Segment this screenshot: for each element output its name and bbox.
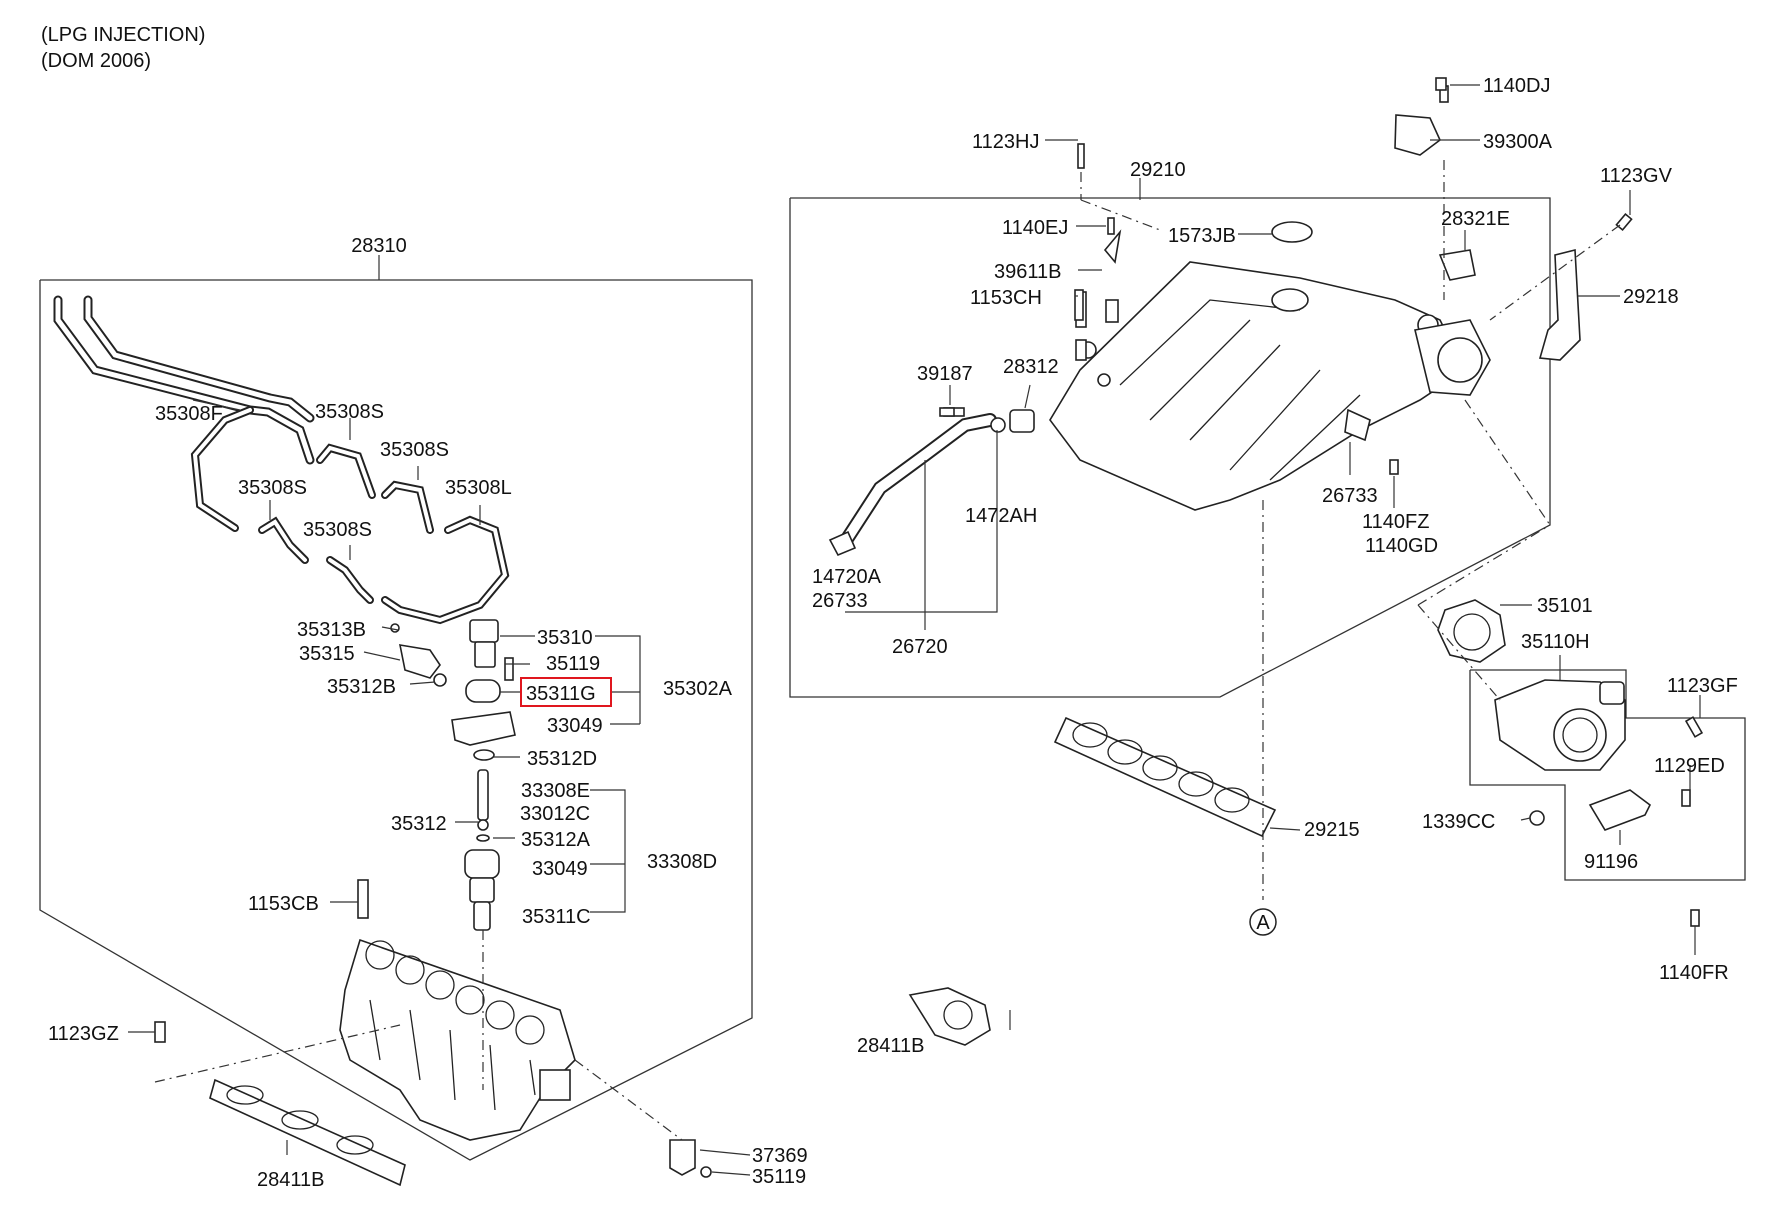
callout-1153ch[interactable]: 1153CH — [970, 287, 1042, 309]
injector-stack — [154, 619, 516, 1043]
bracket-37369 — [669, 1139, 712, 1178]
callout-1472ah[interactable]: 1472AH — [965, 505, 1037, 527]
callout-labels: 28310 35308F 35308S 35308S 35308S 35308S… — [48, 75, 1738, 1191]
callout-35315[interactable]: 35315 — [299, 643, 355, 665]
fuel-pipe-group — [53, 295, 510, 625]
bracket-26733 — [1344, 408, 1371, 442]
callout-1123hj[interactable]: 1123HJ — [972, 131, 1039, 153]
callout-35312a[interactable]: 35312A — [521, 829, 591, 851]
callout-28310[interactable]: 28310 — [351, 235, 407, 257]
throttle-body-frame — [1469, 669, 1746, 881]
callout-1140fr[interactable]: 1140FR — [1659, 962, 1729, 984]
callout-26720[interactable]: 26720 — [892, 636, 948, 658]
gasket-29215 — [1053, 716, 1277, 838]
lower-intake-manifold — [339, 938, 576, 1141]
callout-1129ed[interactable]: 1129ED — [1654, 755, 1725, 777]
callout-35308s-d[interactable]: 35308S — [303, 519, 372, 541]
callout-35308s-a[interactable]: 35308S — [315, 401, 384, 423]
callout-28411b-left[interactable]: 28411B — [257, 1169, 324, 1191]
callout-28411b-right[interactable]: 28411B — [857, 1035, 924, 1057]
callout-29218[interactable]: 29218 — [1623, 286, 1679, 308]
callout-1153cb[interactable]: 1153CB — [248, 893, 319, 915]
callout-39300a[interactable]: 39300A — [1483, 131, 1553, 153]
highlighted-part-box — [520, 677, 612, 707]
callout-33049-b[interactable]: 33049 — [532, 858, 588, 880]
callout-35308s-c[interactable]: 35308S — [238, 477, 307, 499]
bolt-1140dj — [1435, 77, 1447, 91]
callout-1140ej[interactable]: 1140EJ — [1002, 217, 1068, 239]
sensor-28321e — [1438, 249, 1476, 281]
throttle-gasket-35101 — [1437, 599, 1506, 663]
callout-1140fz[interactable]: 1140FZ — [1362, 511, 1429, 533]
callout-35101[interactable]: 35101 — [1537, 595, 1593, 617]
upper-intake-manifold — [1049, 221, 1491, 511]
bracket-91196 — [1529, 716, 1704, 927]
callout-37369[interactable]: 37369 — [752, 1145, 808, 1167]
gasket-28411b-left — [209, 1078, 406, 1187]
callout-39611b[interactable]: 39611B — [994, 261, 1061, 283]
pcv-hose — [828, 407, 1035, 557]
callout-35119-b[interactable]: 35119 — [752, 1166, 806, 1188]
callout-1123gv[interactable]: 1123GV — [1600, 165, 1673, 187]
callout-35308l[interactable]: 35308L — [445, 477, 512, 499]
sensor-39300a — [1394, 85, 1449, 156]
callout-35310[interactable]: 35310 — [537, 627, 593, 649]
callout-33049-a[interactable]: 33049 — [547, 715, 603, 737]
callout-35110h[interactable]: 35110H — [1521, 631, 1590, 653]
callout-28321e[interactable]: 28321E — [1441, 208, 1510, 230]
callout-35311c[interactable]: 35311C — [522, 906, 591, 928]
callout-35312d[interactable]: 35312D — [527, 748, 597, 770]
diagram-header-line-2: (DOM 2006) — [41, 50, 152, 72]
callout-26733-a[interactable]: 26733 — [1322, 485, 1378, 507]
gasket-28411b-right — [908, 987, 991, 1046]
callout-1573jb[interactable]: 1573JB — [1168, 225, 1236, 247]
assembly-lines — [154, 160, 1621, 1141]
callout-91196[interactable]: 91196 — [1584, 851, 1638, 873]
callout-35119-a[interactable]: 35119 — [546, 653, 600, 675]
bolt-1140fz — [1389, 459, 1399, 475]
callout-1123gz[interactable]: 1123GZ — [48, 1023, 119, 1045]
callout-26733-b[interactable]: 26733 — [812, 590, 868, 612]
callout-35308s-b[interactable]: 35308S — [380, 439, 449, 461]
callout-33308e[interactable]: 33308E — [521, 780, 590, 802]
callout-a[interactable]: A — [1256, 912, 1270, 934]
callout-33308d[interactable]: 33308D — [647, 851, 717, 873]
throttle-body-35110h — [1494, 679, 1626, 771]
callout-35311g[interactable]: 35311G — [526, 683, 596, 705]
callout-1140dj[interactable]: 1140DJ — [1483, 75, 1550, 97]
callout-1140gd[interactable]: 1140GD — [1365, 535, 1438, 557]
diagram-header-line-1: (LPG INJECTION) — [41, 24, 206, 46]
callout-33012c[interactable]: 33012C — [520, 803, 590, 825]
callout-29210[interactable]: 29210 — [1130, 159, 1186, 181]
callout-28312[interactable]: 28312 — [1003, 356, 1059, 378]
callout-29215[interactable]: 29215 — [1304, 819, 1360, 841]
callout-14720a[interactable]: 14720A — [812, 566, 882, 588]
bolt-39187 — [939, 407, 955, 417]
bracket-29218 — [1538, 212, 1633, 361]
callout-35312[interactable]: 35312 — [391, 813, 447, 835]
reference-circle-a — [1249, 908, 1277, 936]
upper-manifold-frame — [789, 197, 1551, 698]
callout-39187[interactable]: 39187 — [917, 363, 973, 385]
left-assembly-frame — [39, 279, 753, 1161]
leader-lines — [128, 84, 1701, 1176]
stud-1153ch — [1074, 289, 1084, 321]
bolt-1123hj — [1077, 143, 1085, 169]
callout-1339cc[interactable]: 1339CC — [1422, 811, 1495, 833]
callout-35312b[interactable]: 35312B — [327, 676, 396, 698]
bolt-1140ej — [1107, 217, 1115, 235]
callout-35308f[interactable]: 35308F — [155, 403, 223, 425]
callout-1123gf[interactable]: 1123GF — [1667, 675, 1738, 697]
callout-35302a[interactable]: 35302A — [663, 678, 733, 700]
callout-35313b[interactable]: 35313B — [297, 619, 366, 641]
